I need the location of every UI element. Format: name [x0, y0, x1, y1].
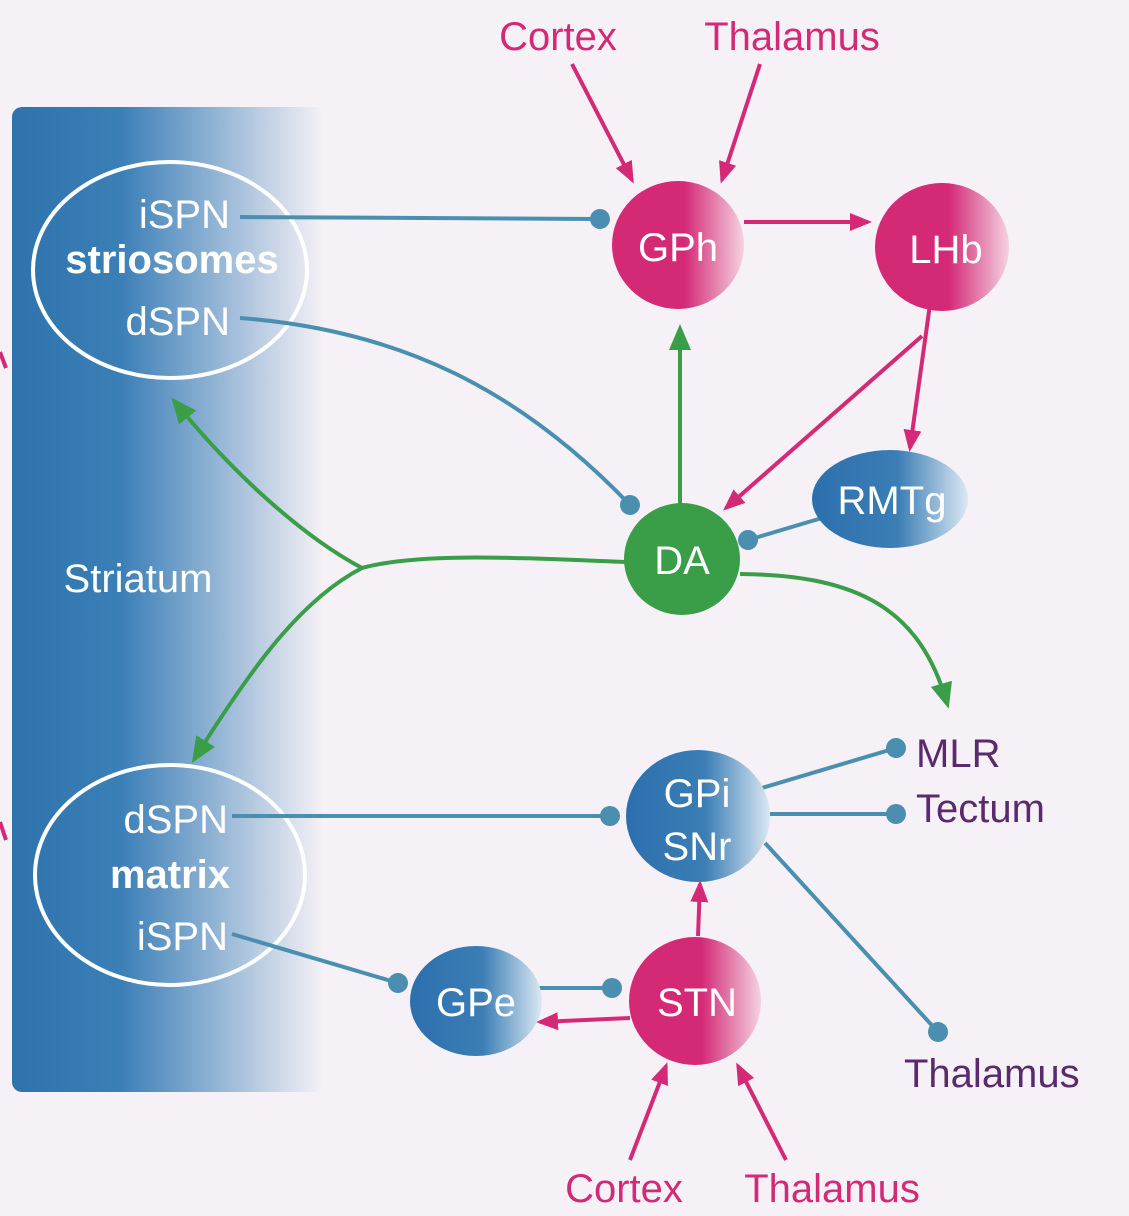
node-gpi-label: GPi — [664, 772, 731, 816]
matrix-dspn-label: dSPN — [124, 798, 229, 842]
striosomes-ispn-label: iSPN — [139, 193, 230, 237]
matrix-compartment — [33, 763, 307, 987]
edge-stn-to-gpi — [690, 880, 709, 937]
edge-stn-to-gpe — [536, 1012, 631, 1031]
striatum-label: Striatum — [64, 557, 213, 601]
striosomes-compartment — [31, 160, 309, 380]
node-gpe-label: GPe — [436, 981, 516, 1025]
edge-da-to-striosomes — [171, 397, 363, 570]
edge-thalamus-to-stn — [736, 1062, 788, 1161]
node-gpi-snr: GPi SNr — [626, 750, 770, 882]
input-thalamus-top: Thalamus — [704, 15, 880, 59]
output-thalamus: Thalamus — [904, 1052, 1080, 1096]
output-mlr: MLR — [916, 732, 1000, 776]
matrix-name-label: matrix — [110, 853, 230, 897]
node-gph-label: GPh — [638, 226, 718, 270]
node-da: DA — [624, 503, 740, 615]
edge-cortex-to-gph — [570, 63, 634, 184]
edge-da-to-matrix — [191, 566, 363, 764]
edge-striosome-ispn-to-gph — [239, 209, 610, 229]
edge-da-to-mlr — [739, 572, 952, 709]
node-gph: GPh — [612, 181, 744, 309]
edge-striosome-dspn-to-da — [239, 316, 640, 515]
left-edge-tick-upper — [0, 351, 8, 369]
edge-cortex-to-stn — [628, 1062, 668, 1161]
matrix-ispn-label: iSPN — [137, 915, 228, 959]
striatum-region — [12, 107, 324, 1092]
node-stn-label: STN — [657, 981, 737, 1025]
left-edge-tick-lower — [0, 821, 8, 841]
node-da-label: DA — [654, 539, 710, 583]
node-rmtg-label: RMTg — [838, 479, 947, 523]
edge-rmtg-to-da — [738, 516, 823, 550]
input-thalamus-bottom: Thalamus — [744, 1167, 920, 1211]
striosomes-name-label: striosomes — [65, 238, 278, 282]
edge-matrix-ispn-to-gpe — [231, 932, 408, 993]
node-snr-label: SNr — [663, 825, 732, 869]
edge-da-trunk — [361, 555, 626, 570]
node-rmtg: RMTg — [812, 450, 968, 548]
edge-thalamus-to-gph — [719, 63, 762, 184]
edge-gpi-to-mlr — [761, 738, 906, 790]
input-cortex-bottom: Cortex — [565, 1167, 683, 1211]
striosomes-dspn-label: dSPN — [126, 300, 231, 344]
edge-lhb-to-rmtg — [903, 289, 934, 452]
output-tectum: Tectum — [916, 787, 1045, 831]
input-cortex-top: Cortex — [499, 15, 617, 59]
node-lhb: LHb — [875, 183, 1009, 311]
node-lhb-label: LHb — [909, 228, 982, 272]
node-stn: STN — [629, 937, 761, 1065]
edge-gpi-to-thalamus — [763, 841, 948, 1042]
edge-lhb-to-da — [722, 334, 924, 511]
node-gpe: GPe — [410, 946, 542, 1056]
